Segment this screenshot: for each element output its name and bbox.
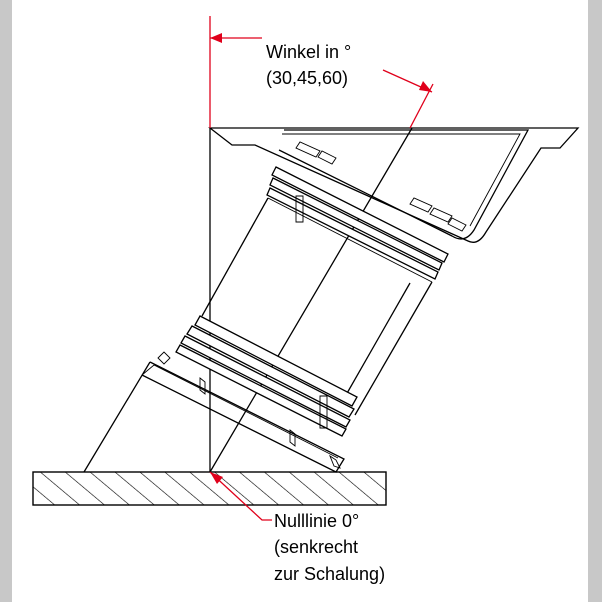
zero-label-line3: zur Schalung) bbox=[274, 564, 385, 584]
upper-ring-stack bbox=[266, 166, 449, 283]
bottom-fixing-plate bbox=[83, 351, 345, 473]
funnel-flange bbox=[208, 127, 580, 243]
sleeve-body bbox=[201, 197, 433, 416]
angle-label-line1: Winkel in ° bbox=[266, 42, 351, 62]
zero-label-line1: Nulllinie 0° bbox=[274, 511, 359, 531]
formwork-base-plate bbox=[32, 471, 387, 506]
inclined-axis-line bbox=[209, 127, 413, 473]
zero-line-annotation bbox=[209, 471, 272, 521]
angle-annotation bbox=[209, 16, 434, 129]
zero-label-line2: (senkrecht bbox=[274, 537, 358, 557]
angle-label-line2: (30,45,60) bbox=[266, 68, 348, 88]
lower-ring-stack bbox=[175, 315, 358, 437]
